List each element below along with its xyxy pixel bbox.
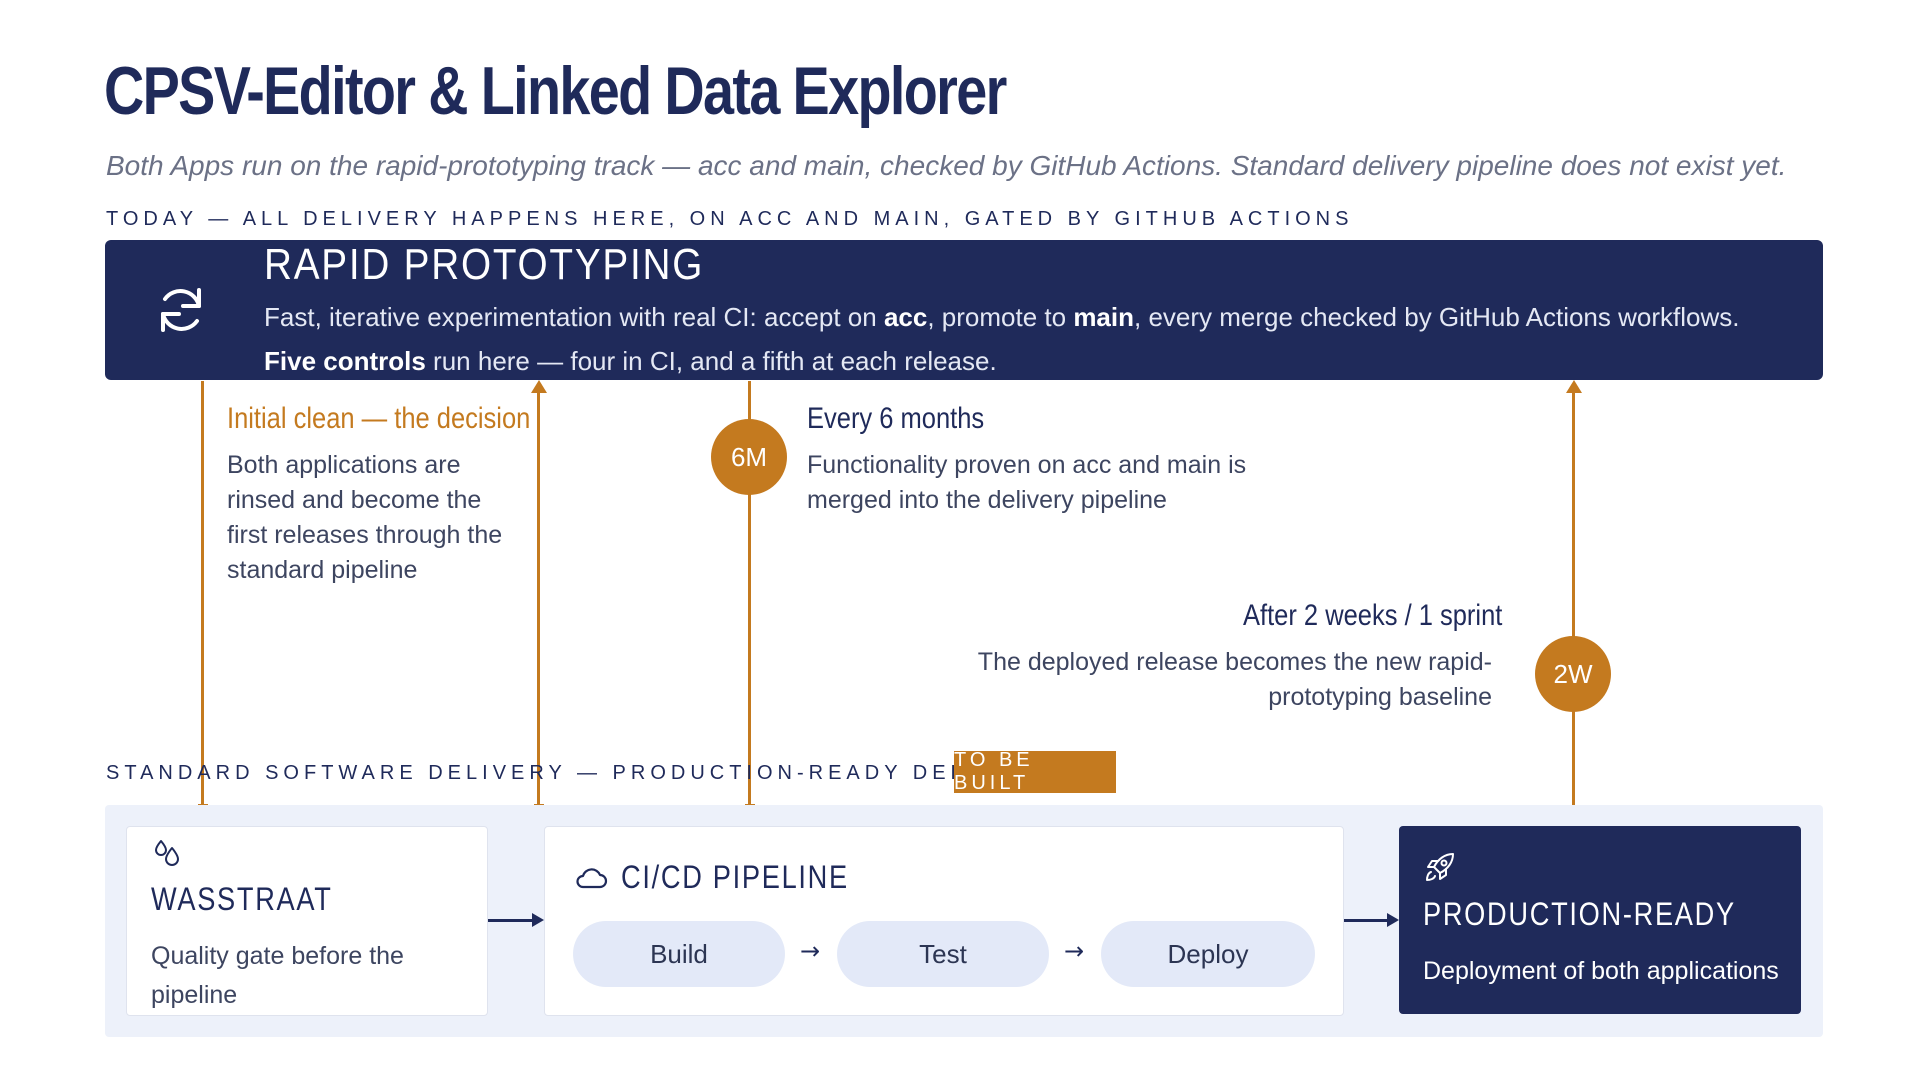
wasstraat-title: Wasstraat xyxy=(151,881,333,917)
two-week-badge: 2W xyxy=(1535,636,1611,712)
standard-delivery-label: Standard software delivery — production-… xyxy=(106,762,1101,784)
six-month-badge: 6M xyxy=(711,419,787,495)
initial-up-line xyxy=(537,392,540,804)
page-subtitle: Both Apps run on the rapid-prototyping t… xyxy=(106,150,1787,181)
wasstraat-card: Wasstraat Quality gate before the pipeli… xyxy=(126,826,488,1016)
today-section-label: Today — all delivery happens here, on ac… xyxy=(106,208,1354,230)
rapid-prototyping-banner: Rapid Prototyping Fast, iterative experi… xyxy=(105,240,1823,380)
six-month-body: Functionality proven on acc and main is … xyxy=(807,451,1247,514)
initial-clean-heading: Initial clean — the decision xyxy=(227,402,531,435)
six-month-heading: Every 6 months xyxy=(807,402,985,435)
rapid-prototyping-title: Rapid Prototyping xyxy=(264,240,705,289)
pipeline-step-deploy: Deploy xyxy=(1101,921,1315,987)
page-title: CPSV-Editor & Linked Data Explorer xyxy=(104,53,1007,129)
wasstraat-description: Quality gate before the pipeline xyxy=(151,942,404,1009)
wasstraat-to-cicd-arrowhead xyxy=(532,913,544,927)
initial-clean-body: Both applications are rinsed and become … xyxy=(227,451,503,584)
refresh-icon xyxy=(161,288,201,332)
cicd-pipeline-title: CI/CD Pipeline xyxy=(621,859,849,895)
two-week-body: The deployed release becomes the new rap… xyxy=(977,648,1492,711)
production-ready-title: Production-ready xyxy=(1423,896,1736,932)
rocket-icon xyxy=(1426,853,1454,881)
cicd-to-production-arrowhead xyxy=(1387,913,1399,927)
initial-down-line xyxy=(201,381,204,804)
test-to-deploy-arrow: → xyxy=(1064,937,1085,965)
two-week-heading: After 2 weeks / 1 sprint xyxy=(1243,599,1503,632)
pipeline-step-build: Build xyxy=(573,921,785,987)
production-ready-card: Production-ready Deployment of both appl… xyxy=(1399,826,1801,1014)
wasstraat-to-cicd-line xyxy=(488,919,532,922)
initial-up-arrowhead xyxy=(531,380,547,393)
rapid-prototyping-description: Fast, iterative experimentation with rea… xyxy=(264,302,1740,376)
cicd-to-production-line xyxy=(1344,919,1387,922)
build-to-test-arrow: → xyxy=(800,937,821,965)
pipeline-step-test: Test xyxy=(837,921,1049,987)
two-week-up-line xyxy=(1572,392,1575,805)
cloud-icon xyxy=(576,868,608,889)
to-be-built-badge: To be built xyxy=(954,749,1116,794)
production-ready-description: Deployment of both applications xyxy=(1423,957,1779,985)
two-week-up-arrowhead xyxy=(1566,380,1582,393)
cicd-pipeline-card: CI/CD Pipeline Build → Test → Deploy xyxy=(544,826,1344,1016)
drops-icon xyxy=(155,840,179,866)
six-month-line xyxy=(748,381,751,804)
